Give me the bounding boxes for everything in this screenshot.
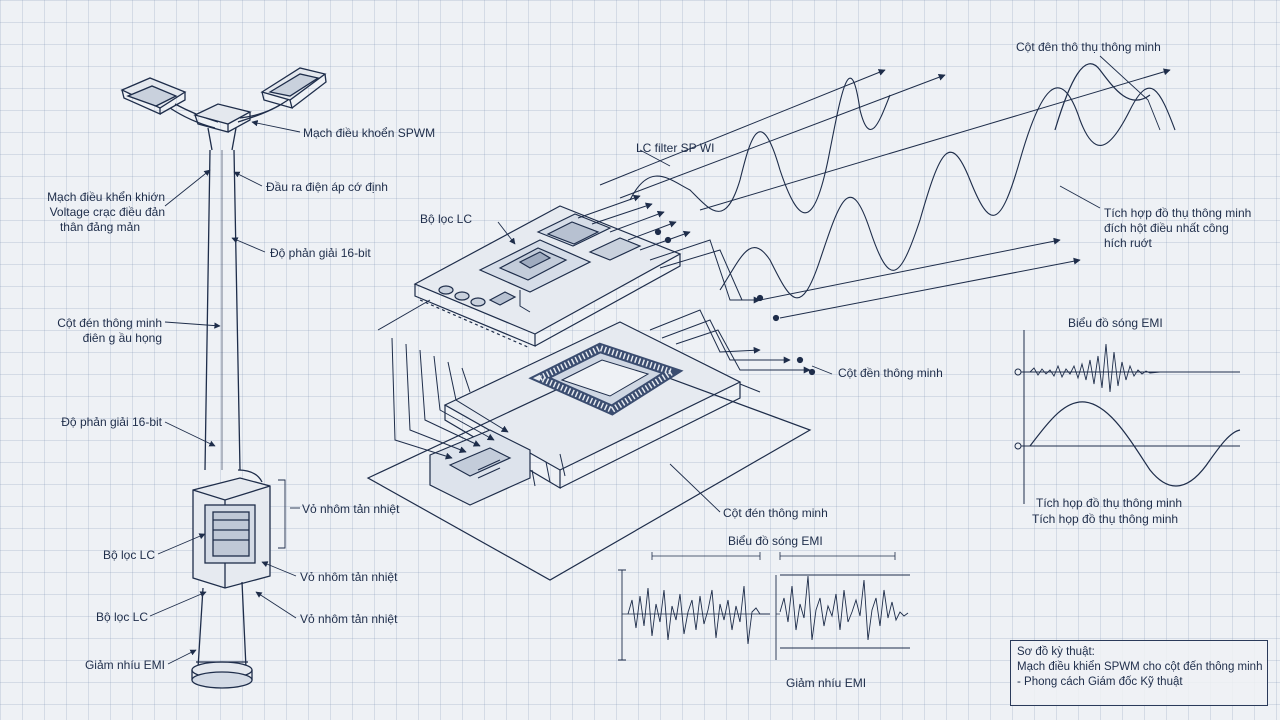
emi-chart-bottom <box>618 552 910 661</box>
wire-bundle <box>377 194 811 487</box>
label-smart-pole-line2: điên g ầu họng <box>82 331 162 345</box>
label-heatsink-2: Vỏ nhôm tản nhiệt <box>300 570 398 584</box>
heatsink-plate <box>366 321 812 581</box>
wave-leaders <box>497 55 1161 513</box>
emi-chart-right-caption-2: Tích họp đồ thụ thông minh <box>1032 512 1179 526</box>
label-spwm-controller: Mạch điều khoển SPWM <box>303 126 436 140</box>
label-smart-pole-right: Cột đền thông minh <box>838 366 943 380</box>
title-block-line3: - Phong cách Giám đốc Kỹ thuật <box>1017 676 1183 688</box>
emi-chart-bottom-caption: Giảm nhíu EMI <box>786 676 867 690</box>
label-resolution-lower: Độ phản giải 16-bit <box>61 415 162 429</box>
emi-chart-right <box>1014 330 1241 504</box>
label-lc-filter-2: Bộ lọc LC <box>95 610 148 624</box>
emi-chart-right-title: Biểu đồ sóng EMI <box>1068 316 1163 330</box>
pole-leaders <box>149 120 301 665</box>
label-left-block-line1: Mạch điều khển khiớn <box>47 190 165 204</box>
toroid-inductor <box>528 342 684 416</box>
label-wave-top-right: Cột đên thô thụ thông minh <box>1016 40 1161 54</box>
label-smart-pole-line1: Cột đén thông minh <box>57 316 162 330</box>
label-lc-filter-1: Bộ lọc LC <box>102 548 155 562</box>
signal-waves <box>599 63 1176 376</box>
emi-sine-trace <box>1029 401 1241 487</box>
controller-cabinet <box>192 469 271 589</box>
title-block-line2: Mạch điều khiển SPWM cho cột đến thông m… <box>1017 661 1263 673</box>
pole-base <box>191 661 253 689</box>
label-smart-pole-bottom: Cột đén thông minh <box>723 506 828 520</box>
label-output-voltage: Đầu ra điện áp cớ định <box>266 180 388 194</box>
lamp-head-left <box>120 77 187 116</box>
emi-noise-trace <box>1029 343 1161 393</box>
label-lc-filter-board: Bộ lọc LC <box>420 212 473 226</box>
label-lc-filter-spwi: LC filter SP WI <box>636 141 715 155</box>
emi-chart-bottom-title: Biểu đồ sóng EMI <box>728 534 823 548</box>
label-integration-line2: đích hột điều nhất công <box>1104 221 1229 235</box>
drawing-title-block: Sơ đồ kỳ thuật: Mạch điều khiển SPWM cho… <box>1010 640 1268 706</box>
smart-street-pole <box>120 67 327 689</box>
label-resolution-upper: Độ phản giải 16-bit <box>270 246 371 260</box>
lamp-head-right <box>260 67 327 109</box>
label-left-block-line3: thân đảng mản <box>59 220 140 234</box>
label-heatsink-1: Vỏ nhôm tản nhiệt <box>302 502 400 516</box>
label-left-block-line2: Voltage crạc điều đản <box>49 205 165 219</box>
label-integration-line1: Tích hợp đồ thụ thông minh <box>1104 206 1252 220</box>
title-block-line1: Sơ đồ kỳ thuật: <box>1017 646 1095 658</box>
emi-burst-left <box>627 585 770 645</box>
label-emi-reduce: Giảm nhíu EMI <box>84 658 165 672</box>
spwm-control-board <box>413 205 682 349</box>
emi-burst-right <box>779 575 909 641</box>
label-heatsink-3: Vỏ nhôm tản nhiệt <box>300 612 398 626</box>
label-integration-line3: hích ruớt <box>1104 236 1152 250</box>
emi-chart-right-caption-1: Tích họp đồ thụ thông minh <box>1036 496 1183 510</box>
